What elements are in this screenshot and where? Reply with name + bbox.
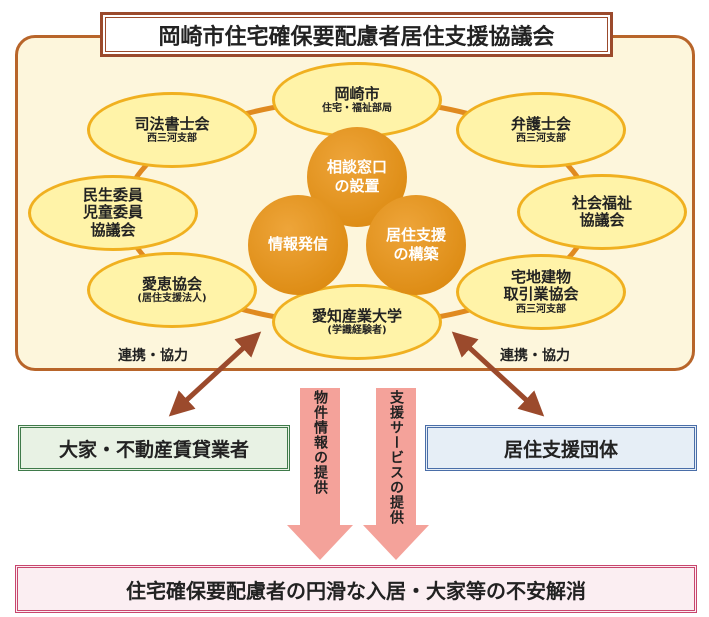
member-name: 民生委員 児童委員 協議会 bbox=[82, 186, 143, 239]
member-ellipse: 司法書士会西三河支部 bbox=[87, 92, 257, 168]
member-sub: (学識経験者) bbox=[327, 324, 387, 336]
property-info-arrow bbox=[287, 388, 353, 560]
landlords-box: 大家・不動産賃貸業者 bbox=[18, 425, 290, 471]
member-sub: 西三河支部 bbox=[516, 303, 566, 315]
left-coop-arrow bbox=[168, 331, 262, 417]
right-coop-arrow bbox=[451, 331, 545, 417]
member-name: 宅地建物 取引業協会 bbox=[503, 268, 579, 304]
member-sub: 西三河支部 bbox=[147, 132, 197, 144]
member-ellipse: 民生委員 児童委員 協議会 bbox=[28, 175, 198, 251]
member-name: 岡崎市 bbox=[334, 84, 380, 103]
support-service-label: 支援サービスの提供 bbox=[388, 390, 404, 525]
member-sub: 西三河支部 bbox=[516, 132, 566, 144]
role-circle: 情報発信 bbox=[248, 195, 348, 295]
outcome-box: 住宅確保要配慮者の円滑な入居・大家等の不安解消 bbox=[15, 565, 697, 613]
member-sub: 住宅・福祉部局 bbox=[322, 102, 392, 114]
support-service-arrow bbox=[363, 388, 429, 560]
member-ellipse: 岡崎市住宅・福祉部局 bbox=[272, 62, 442, 138]
coop-label-right: 連携・協力 bbox=[500, 348, 570, 364]
support-groups-box: 居住支援団体 bbox=[425, 425, 697, 471]
member-name: 司法書士会 bbox=[134, 114, 210, 133]
member-ellipse: 愛知産業大学(学識経験者) bbox=[272, 284, 442, 360]
member-ellipse: 社会福祉 協議会 bbox=[517, 174, 687, 250]
council-title: 岡崎市住宅確保要配慮者居住支援協議会 bbox=[100, 12, 613, 57]
member-ellipse: 弁護士会西三河支部 bbox=[456, 92, 626, 168]
coop-label-left: 連携・協力 bbox=[118, 348, 188, 364]
member-ellipse: 宅地建物 取引業協会西三河支部 bbox=[456, 254, 626, 330]
role-circle: 居住支援 の構築 bbox=[366, 195, 466, 295]
member-ellipse: 愛恵協会(居住支援法人) bbox=[87, 252, 257, 328]
property-info-label: 物件情報の提供 bbox=[312, 390, 328, 495]
member-name: 社会福祉 協議会 bbox=[571, 193, 632, 229]
member-name: 弁護士会 bbox=[510, 114, 571, 133]
member-name: 愛恵協会 bbox=[141, 274, 202, 293]
member-name: 愛知産業大学 bbox=[311, 306, 402, 325]
member-sub: (居住支援法人) bbox=[137, 292, 207, 304]
